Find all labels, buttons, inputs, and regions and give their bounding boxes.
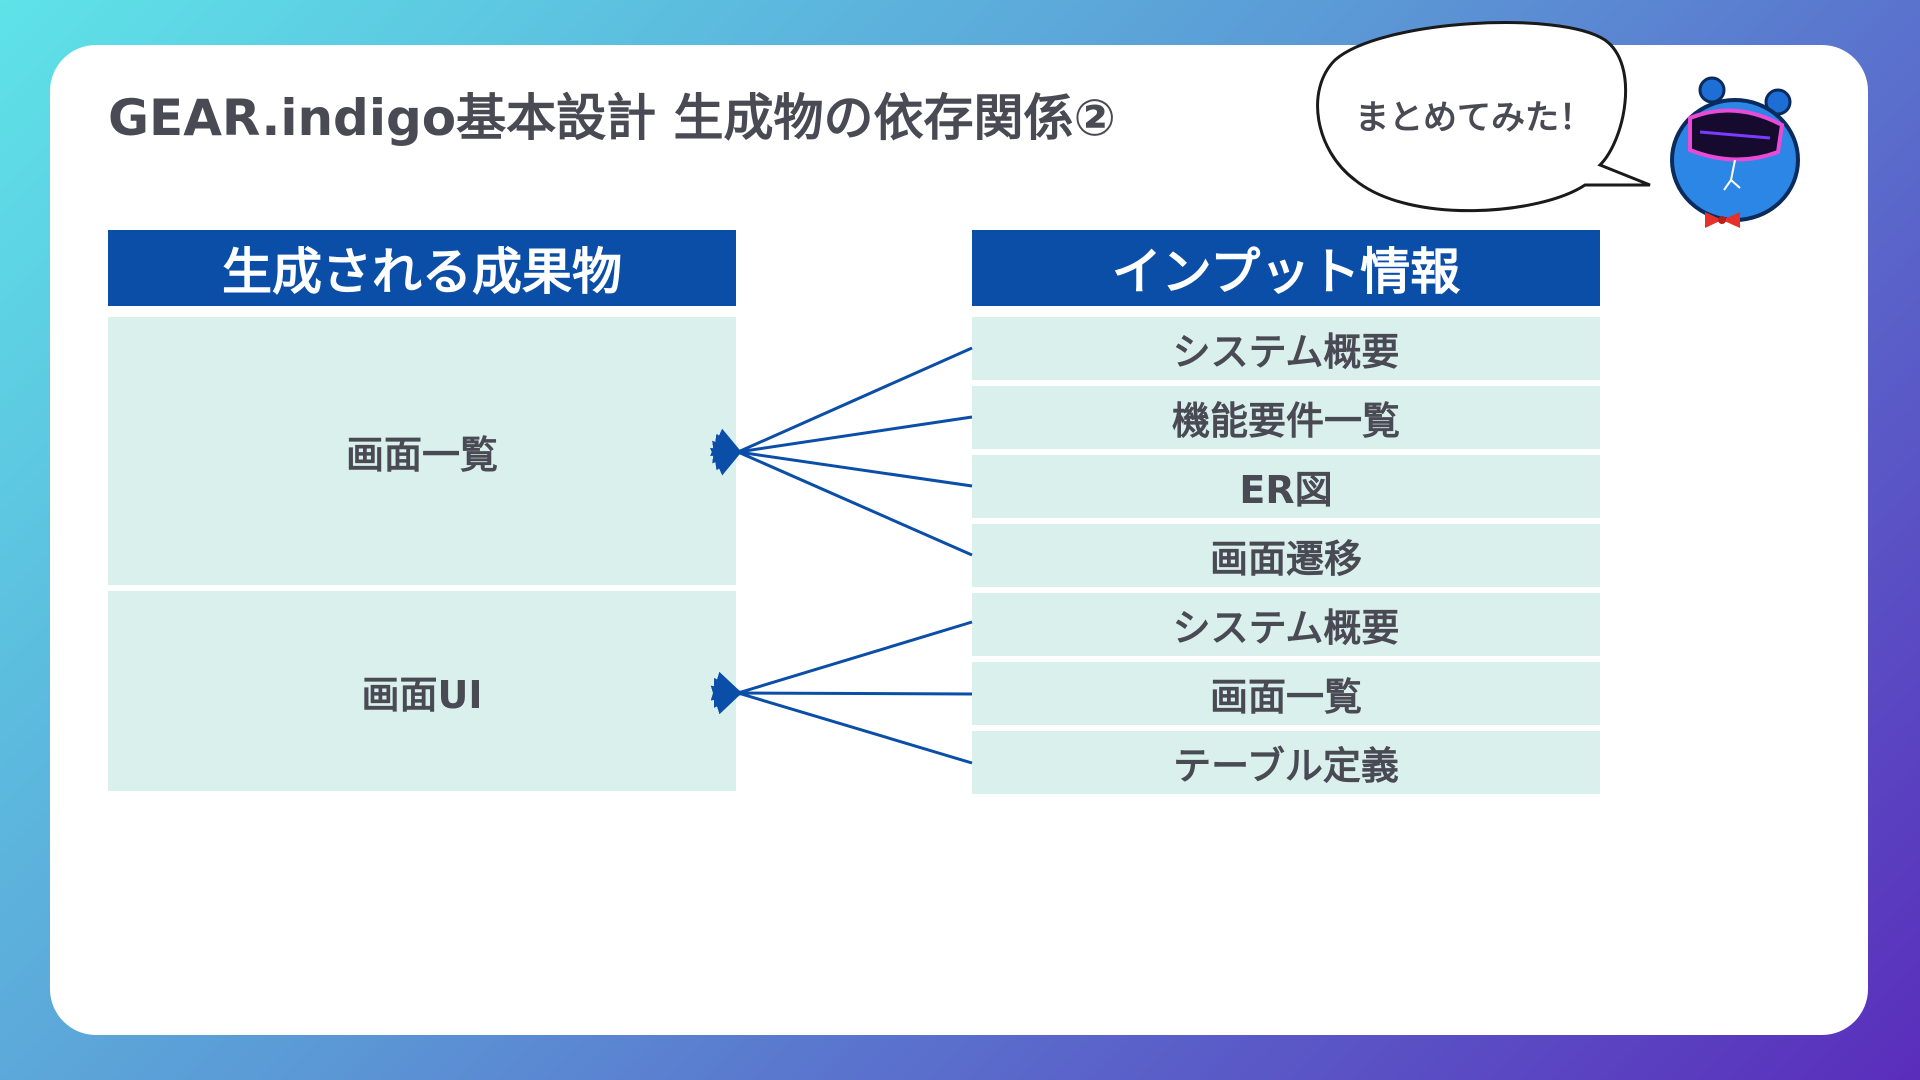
page-title: GEAR.indigo基本設計 生成物の依存関係② bbox=[108, 89, 1116, 147]
speech-bubble bbox=[1316, 21, 1651, 213]
input-cell: システム概要 bbox=[972, 593, 1600, 656]
input-cell: テーブル定義 bbox=[972, 731, 1600, 794]
input-cell: 機能要件一覧 bbox=[972, 386, 1600, 449]
input-cell: システム概要 bbox=[972, 317, 1600, 380]
input-cell: 画面遷移 bbox=[972, 524, 1600, 587]
inputs-header: インプット情報 bbox=[972, 230, 1600, 306]
mascot-icon bbox=[1670, 76, 1800, 228]
input-cell: 画面一覧 bbox=[972, 662, 1600, 725]
output-cell-screen-ui: 画面UI bbox=[108, 591, 736, 791]
input-cell: ER図 bbox=[972, 455, 1600, 518]
output-cell-screen-list: 画面一覧 bbox=[108, 317, 736, 585]
speech-bubble-text: まとめてみた！ bbox=[1355, 98, 1593, 138]
outputs-header: 生成される成果物 bbox=[108, 230, 736, 306]
